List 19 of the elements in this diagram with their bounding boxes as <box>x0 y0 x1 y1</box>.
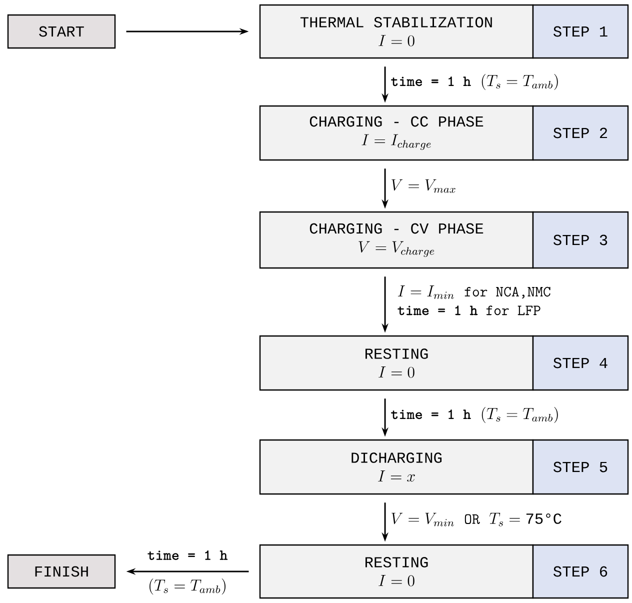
process-box: RESTING $I = 0$ <box>259 335 534 391</box>
step-box: STEP 4 <box>532 335 629 391</box>
edge-label: $\begin{array}{l} I = I_{min}\ \texttt{for NCA,NMC} \\ \texttt{\textbf{time = 1 h} for LFP} \end{array}$ <box>398 285 550 316</box>
edge-label: $V = V_{min}\ \texttt{OR}\ T_s = \mbox{75°C}$ <box>392 512 562 526</box>
process-box: CHARGING - CC PHASE $I = I_{charge}$ <box>259 105 534 161</box>
step-box: STEP 5 <box>532 439 629 495</box>
process-box: DICHARGING $I = x$ <box>259 439 534 495</box>
step-box: STEP 6 <box>532 544 629 599</box>
process-box: THERMAL STABILIZATION $I = 0$ <box>259 4 534 59</box>
edge-label: $V = V_{max}$ <box>392 179 456 193</box>
terminal-box: FINISH <box>7 554 116 589</box>
step-box: STEP 3 <box>532 211 629 269</box>
terminal-box: START <box>7 14 116 49</box>
process-box: RESTING $I = 0$ <box>259 544 534 599</box>
step-box: STEP 2 <box>532 105 629 161</box>
process-box: CHARGING - CV PHASE $V = V_{charge}$ <box>259 211 534 269</box>
edge-label: $\texttt{\textbf{time = 1 h}}\ (T_s = T_{amb})$ <box>391 407 558 423</box>
step-box: STEP 1 <box>532 4 629 59</box>
edge-label: $\texttt{\textbf{time = 1 h}}\ (T_s = T_{amb})$ <box>391 74 558 90</box>
